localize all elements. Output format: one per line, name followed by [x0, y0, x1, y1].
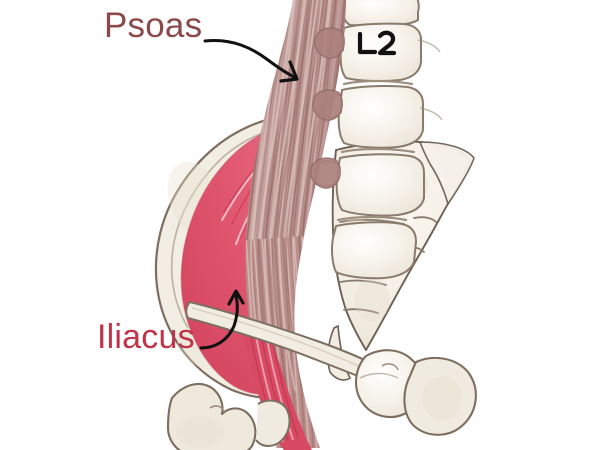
leader-arrow-psoas — [203, 38, 299, 83]
label-psoas: Psoas — [104, 6, 203, 45]
leader-arrow-iliacus — [199, 289, 245, 350]
vertebra-level-label-L2 — [357, 30, 397, 56]
bone-femur-proximal — [354, 349, 477, 436]
bone-ischium-pubis — [166, 382, 291, 450]
label-iliacus: Iliacus — [97, 318, 195, 356]
